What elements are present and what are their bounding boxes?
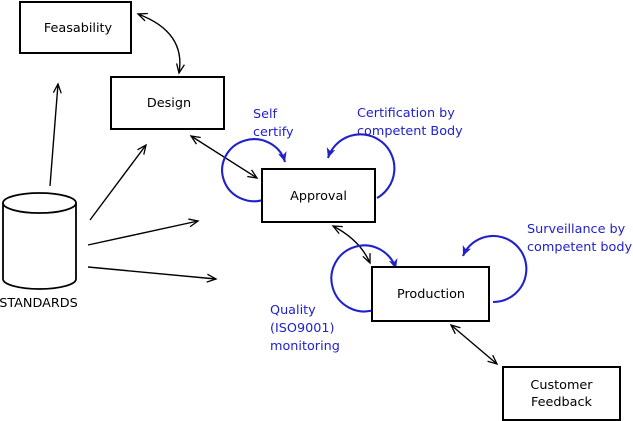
design-label: Design	[147, 96, 191, 111]
quality-line3: monitoring	[270, 339, 340, 354]
edge-production-customer-feedback	[449, 323, 499, 366]
edge-approval-production	[331, 225, 371, 265]
standards-cylinder-top	[2, 192, 77, 214]
node-approval: Approval	[261, 168, 376, 223]
loop-approval-self-certify	[221, 138, 287, 203]
production-box	[371, 266, 490, 322]
approval-box	[261, 168, 376, 223]
standards-cylinder-body	[2, 203, 77, 290]
certification-line1: Certification by	[357, 106, 455, 121]
customer-feedback-box	[502, 366, 621, 421]
quality-line1: Quality	[270, 303, 316, 318]
annotation-certification: Certification by competent Body	[357, 106, 463, 139]
loop-approval-certification	[326, 133, 396, 199]
edge-standards-approval	[87, 218, 200, 246]
edge-standards-design	[89, 143, 147, 221]
approval-label: Approval	[290, 189, 347, 204]
standards-label: STANDARDS	[0, 296, 78, 311]
feasability-label: Feasability	[44, 21, 113, 36]
design-box	[110, 76, 225, 130]
customer-feedback-label-line1: Customer	[530, 378, 593, 393]
surveillance-line1: Surveillance by	[527, 222, 626, 237]
customer-feedback-label-line2: Feedback	[531, 395, 593, 410]
loop-production-surveillance	[462, 234, 528, 304]
self-certify-line2: certify	[253, 125, 294, 140]
surveillance-line2: competent body	[527, 240, 632, 255]
node-production: Production	[371, 266, 490, 322]
edge-standards-production	[87, 266, 218, 283]
node-design: Design	[110, 76, 225, 130]
annotation-self-certify: Self certify	[253, 107, 294, 140]
loop-production-quality	[330, 244, 398, 313]
node-customer-feedback: Customer Feedback	[502, 366, 621, 421]
self-certify-line1: Self	[253, 107, 278, 122]
production-label: Production	[397, 287, 465, 302]
feasability-box	[19, 1, 132, 54]
node-standards: STANDARDS	[0, 192, 78, 311]
edge-feasability-design	[136, 12, 185, 75]
certification-line2: competent Body	[357, 124, 463, 139]
node-feasability: Feasability	[19, 1, 132, 54]
annotation-surveillance: Surveillance by competent body	[527, 222, 632, 255]
annotation-quality-monitoring: Quality (ISO9001) monitoring	[270, 303, 340, 354]
quality-line2: (ISO9001)	[270, 321, 335, 336]
edge-standards-feasability	[49, 82, 62, 187]
edge-design-approval	[189, 135, 259, 179]
